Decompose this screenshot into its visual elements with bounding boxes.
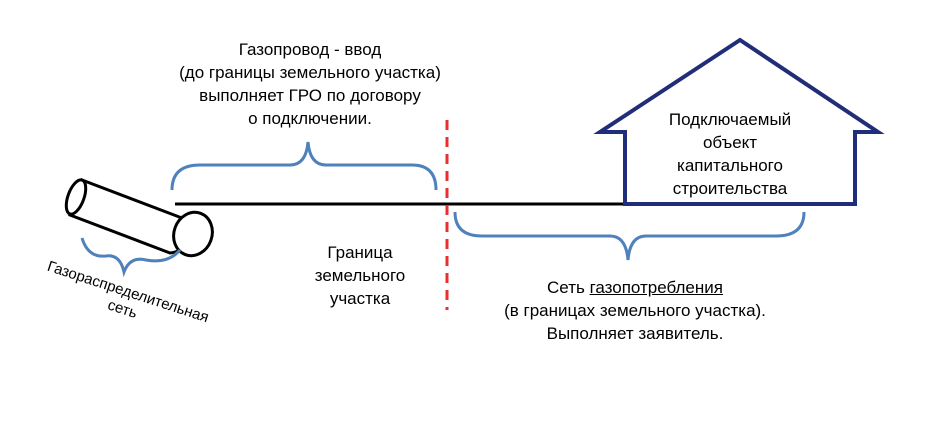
pipe-body xyxy=(68,178,191,255)
boundary-line-1: Граница xyxy=(327,243,393,262)
boundary-label: Граница земельного участка xyxy=(300,241,420,310)
supply-pipe-line-2: (до границы земельного участка) xyxy=(179,63,441,82)
house-label: Подключаемый объект капитального строите… xyxy=(630,108,830,200)
network-brace xyxy=(80,237,182,278)
house-line-1: Подключаемый xyxy=(668,110,792,129)
house-outline xyxy=(593,37,885,206)
supply-pipe-label: Газопровод - ввод (до границы земельного… xyxy=(100,38,520,130)
pipe-front-end xyxy=(172,210,214,258)
supply-pipe-line-4: о подключении. xyxy=(248,109,372,128)
boundary-line-2: земельного xyxy=(314,266,406,285)
consumer-network-line-1: Сеть газопотребления xyxy=(445,276,825,299)
house-line-3: капитального xyxy=(677,156,783,175)
consumer-network-prefix: Сеть xyxy=(547,278,590,297)
supply-pipe-line-1: Газопровод - ввод xyxy=(238,40,382,59)
supply-brace xyxy=(170,141,438,191)
boundary-line-3: участка xyxy=(329,289,391,308)
consumer-network-label: Сеть газопотребления (в границах земельн… xyxy=(445,276,825,345)
consumer-network-line-2: (в границах земельного участка). xyxy=(504,301,766,320)
supply-pipe-line-3: выполняет ГРО по договору xyxy=(199,86,421,105)
pipe-icon xyxy=(64,178,214,258)
consumer-brace xyxy=(453,211,806,261)
consumer-network-term: газопотребления xyxy=(589,278,723,297)
house-line-4: строительства xyxy=(672,179,788,198)
consumer-network-line-3: Выполняет заявитель. xyxy=(546,324,724,343)
pipe-back-end xyxy=(64,178,88,216)
house-line-2: объект xyxy=(702,133,758,152)
